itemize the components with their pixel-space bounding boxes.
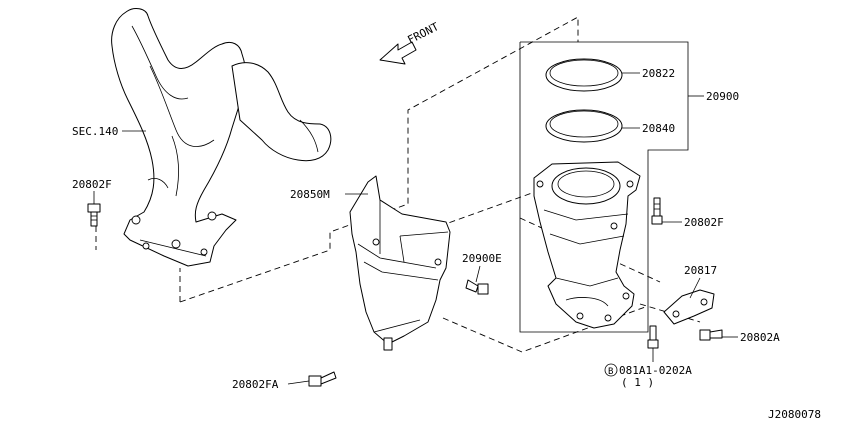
leader-lines [93, 72, 738, 385]
front-arrow-icon [379, 41, 417, 65]
figure-code: J2080078 [768, 408, 821, 421]
label-20817: 20817 [684, 264, 717, 277]
label-20850M: 20850M [290, 188, 330, 201]
bolt-20802FA-icon [308, 371, 337, 387]
label-20802FA: 20802FA [232, 378, 279, 391]
label-20802F-left: 20802F [72, 178, 112, 191]
bolt-20802A-icon [699, 329, 723, 341]
label-081A1-circle: B [608, 367, 613, 377]
bolt-20900E-icon [465, 279, 489, 295]
front-label: FRONT [405, 20, 441, 47]
bolt-20802F-right-icon [651, 197, 663, 225]
bolt-20802F-left-icon [87, 203, 101, 227]
label-20802A: 20802A [740, 331, 780, 344]
bolt-081A1-icon [647, 325, 659, 349]
catalytic-converter-icon [533, 161, 641, 329]
label-sec140: SEC.140 [72, 125, 118, 138]
bracket-20817-icon [663, 289, 715, 325]
gasket-20822-icon [545, 58, 623, 92]
gasket-20840-icon [545, 109, 623, 143]
exhaust-manifold-icon [111, 8, 332, 267]
label-20802F-right: 20802F [684, 216, 724, 229]
callout-bracket-20900 [519, 41, 689, 333]
label-20822: 20822 [642, 67, 675, 80]
label-20900: 20900 [706, 90, 739, 103]
label-081A1: 081A1-0202A [619, 364, 692, 377]
label-20900E: 20900E [462, 252, 502, 265]
label-081A1-qty: ( 1 ) [621, 376, 654, 389]
bolt-code-circle-icon [604, 363, 618, 377]
label-20840: 20840 [642, 122, 675, 135]
heat-shield-icon [349, 175, 451, 351]
